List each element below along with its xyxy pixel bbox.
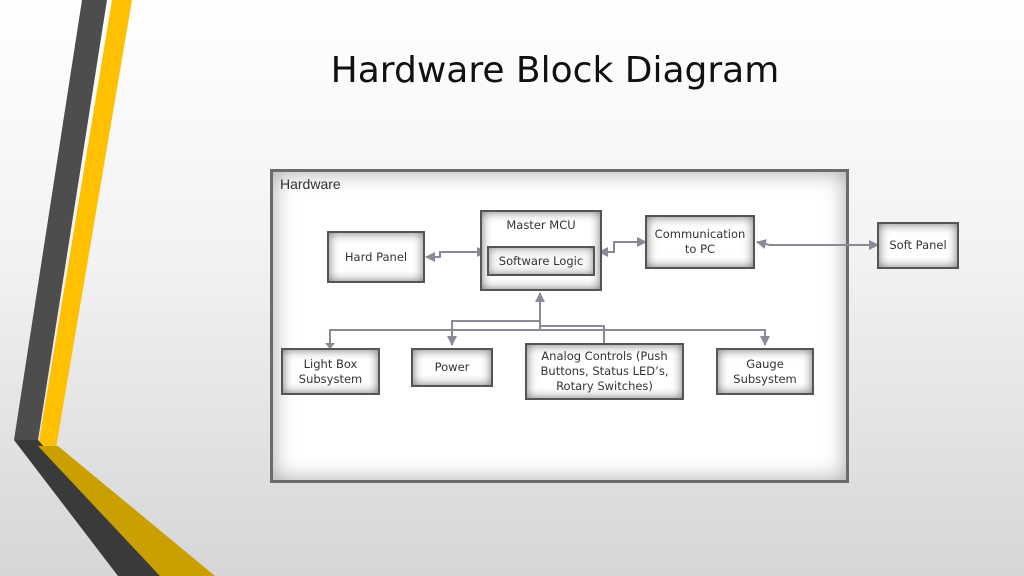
block-master-mcu-label: Master MCU bbox=[506, 218, 576, 232]
block-light-box-label: Light Box Subsystem bbox=[298, 356, 363, 386]
block-software-logic: Software Logic bbox=[487, 246, 595, 276]
block-light-box: Light Box Subsystem bbox=[281, 348, 380, 395]
page-title: Hardware Block Diagram bbox=[330, 50, 780, 91]
block-communication-label: Communication to PC bbox=[654, 227, 746, 256]
block-soft-panel: Soft Panel bbox=[877, 222, 959, 269]
block-power-label: Power bbox=[434, 360, 470, 374]
edge-bus-right bbox=[540, 329, 770, 346]
block-power: Power bbox=[411, 348, 493, 387]
dark-stripe bbox=[14, 0, 107, 440]
edge-bus-analog bbox=[540, 325, 605, 343]
gold-corner-stripe bbox=[38, 446, 215, 576]
arrowhead-lightbox bbox=[325, 343, 335, 349]
block-hard-panel: Hard Panel bbox=[327, 231, 425, 283]
block-analog-controls-label: Analog Controls (Push Buttons, Status LE… bbox=[540, 349, 669, 393]
edge-bus-upper bbox=[451, 320, 540, 330]
edge-mcu-communication bbox=[598, 237, 647, 257]
hardware-container-label: Hardware bbox=[280, 176, 341, 192]
dark-corner-stripe bbox=[14, 440, 160, 576]
block-analog-controls: Analog Controls (Push Buttons, Status LE… bbox=[525, 343, 684, 400]
edge-hardpanel-mcu bbox=[425, 247, 487, 262]
block-gauge: Gauge Subsystem bbox=[716, 348, 814, 395]
yellow-stripe bbox=[38, 0, 132, 448]
edge-bus-left bbox=[329, 329, 540, 345]
block-soft-panel-label: Soft Panel bbox=[889, 238, 947, 252]
block-software-logic-label: Software Logic bbox=[498, 254, 584, 268]
block-communication: Communication to PC bbox=[645, 215, 755, 269]
block-gauge-label: Gauge Subsystem bbox=[733, 356, 797, 386]
block-hard-panel-label: Hard Panel bbox=[344, 249, 408, 264]
edge-communication-softpanel bbox=[756, 239, 879, 250]
